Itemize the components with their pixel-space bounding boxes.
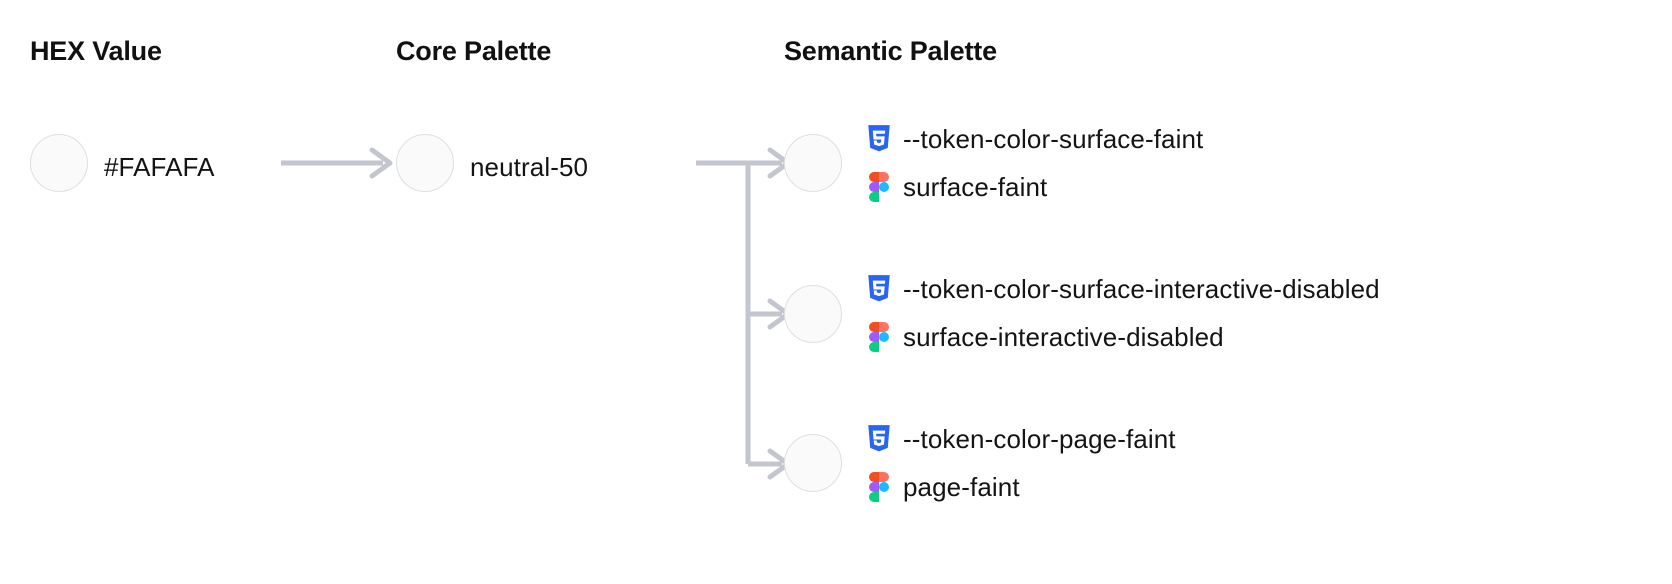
css-variable-text: --token-color-surface-faint xyxy=(903,123,1204,154)
core-palette-label: neutral-50 xyxy=(470,152,589,182)
column-heading-hex-value: HEX Value xyxy=(30,36,162,66)
figma-token-line: surface-interactive-disabled xyxy=(866,313,1380,361)
semantic-row: --token-color-surface-faint surface-fain… xyxy=(866,115,1203,211)
figma-icon xyxy=(869,172,889,202)
figma-icon xyxy=(869,322,889,352)
swatch-semantic-row-1[interactable] xyxy=(784,285,842,343)
figma-icon xyxy=(869,472,889,502)
css-variable-text: --token-color-page-faint xyxy=(903,423,1176,454)
column-heading-semantic-palette: Semantic Palette xyxy=(784,36,997,66)
arrow-to-semantic-row-1 xyxy=(748,298,791,330)
css3-icon xyxy=(868,125,890,152)
semantic-row: --token-color-page-faint page-faint xyxy=(866,415,1176,511)
branch-trunk xyxy=(696,160,782,464)
arrow-hex-to-core xyxy=(281,147,393,179)
swatch-hex-value[interactable] xyxy=(30,134,88,192)
figma-token-text: page-faint xyxy=(903,471,1020,502)
css-variable-line: --token-color-surface-faint xyxy=(866,115,1203,163)
css-variable-text: --token-color-surface-interactive-disabl… xyxy=(903,273,1380,304)
figma-token-text: surface-interactive-disabled xyxy=(903,321,1224,352)
css-variable-line: --token-color-page-faint xyxy=(866,415,1176,463)
column-heading-core-palette: Core Palette xyxy=(396,36,552,66)
css-variable-line: --token-color-surface-interactive-disabl… xyxy=(866,265,1380,313)
arrow-to-semantic-row-2 xyxy=(748,448,791,480)
figma-token-text: surface-faint xyxy=(903,171,1048,202)
hex-value-label: #FAFAFA xyxy=(104,152,215,182)
swatch-semantic-row-2[interactable] xyxy=(784,434,842,492)
figma-token-line: page-faint xyxy=(866,463,1176,511)
css3-icon xyxy=(868,275,890,302)
swatch-semantic-row-0[interactable] xyxy=(784,134,842,192)
figma-token-line: surface-faint xyxy=(866,163,1203,211)
css3-icon xyxy=(868,425,890,452)
semantic-row: --token-color-surface-interactive-disabl… xyxy=(866,265,1380,361)
swatch-core-palette[interactable] xyxy=(396,134,454,192)
